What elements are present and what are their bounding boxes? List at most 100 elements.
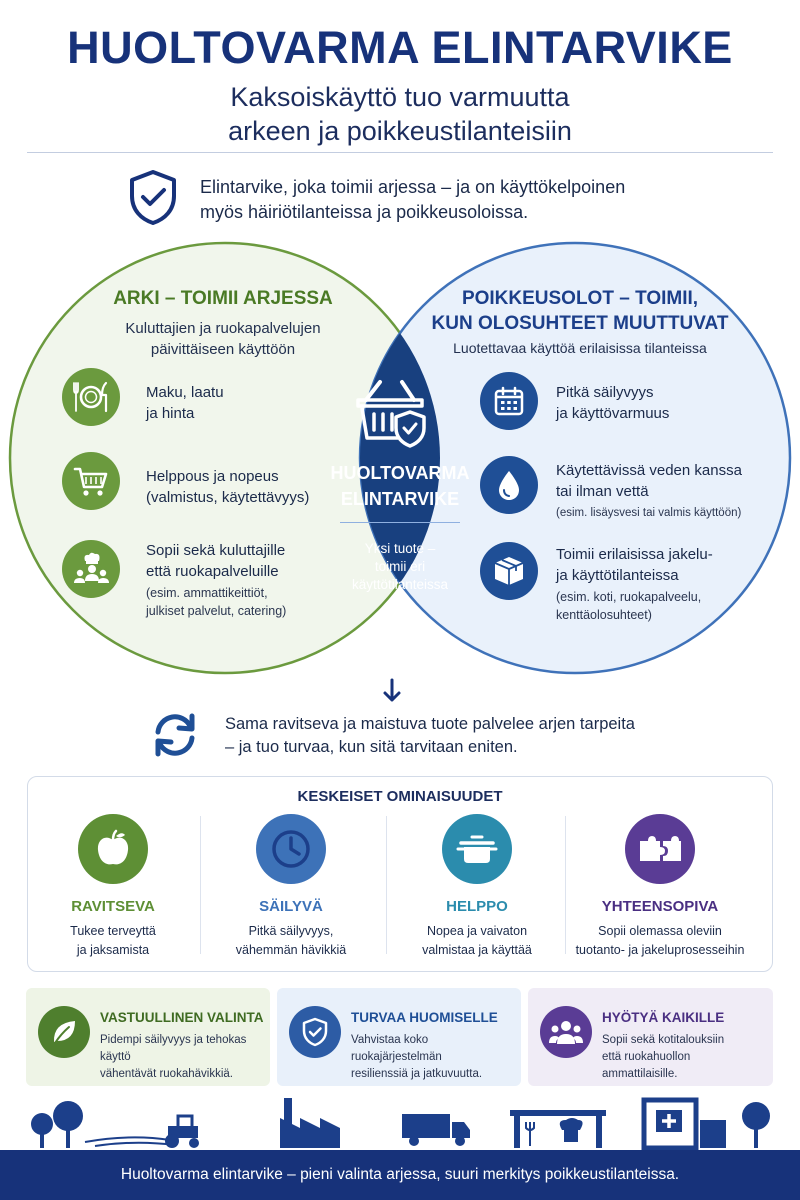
arki-item-3-line-2: että ruokapalveluille: [146, 563, 279, 580]
arki-subtitle-line-2: päivittäiseen käyttöön: [150, 341, 296, 358]
feature-desc-line-1: Tukee terveyttä: [70, 924, 156, 938]
tree-icon: [31, 1113, 53, 1148]
hospital-icon: [641, 1097, 726, 1150]
leaf-icon: [38, 1006, 90, 1058]
center-sub-line-1: Yksi tuote –: [364, 541, 436, 556]
summary-line-2: – ja tuo turvaa, kun sitä tarvitaan enit…: [225, 738, 518, 756]
arki-subtitle-line-1: Kuluttajien ja ruokapalvelujen: [125, 320, 321, 337]
arki-item-3: Sopii sekä kuluttajille että ruokapalvel…: [146, 540, 366, 620]
center-divider: [340, 522, 460, 523]
poikkeus-item-3: Toimii erilaisissa jakelu- ja käyttötila…: [556, 544, 776, 624]
poikkeus-item-2-small: (esim. lisäysvesi tai valmis käyttöön): [556, 507, 742, 519]
center-title: HUOLTOVARMA ELINTARVIKE: [310, 460, 490, 512]
basket-shield-icon: [356, 380, 426, 448]
feature-description: Tukee terveyttä ja jaksamista: [20, 922, 206, 960]
arki-item-3-small-1: (esim. ammattikeittiöt,: [146, 586, 268, 600]
box-icon: [480, 542, 538, 600]
tile-turvaa-huomiselle: TURVAA HUOMISELLE Vahvistaa koko ruokajä…: [277, 988, 521, 1086]
feature-desc-line-1: Sopii olemassa oleviin: [598, 924, 722, 938]
poikkeus-item-2-line-2: tai ilman vettä: [556, 483, 649, 500]
tile-desc-line-1: Vahvistaa koko ruokajärjestelmän: [351, 1034, 442, 1063]
plate-fork-knife-icon: [62, 368, 120, 426]
features-divider: [200, 816, 201, 954]
shield-check-icon: [289, 1006, 341, 1058]
tile-hyotya-kaikille: HYÖTYÄ KAIKILLE Sopii sekä kotitalouksii…: [528, 988, 773, 1086]
summary-line-1: Sama ravitseva ja maistuva tuote palvele…: [225, 715, 635, 733]
summary-text: Sama ravitseva ja maistuva tuote palvele…: [225, 713, 745, 759]
people-group-icon: [540, 1006, 592, 1058]
arki-item-1: Maku, laatu ja hinta: [146, 382, 366, 424]
arki-item-2-line-2: (valmistus, käytettävyys): [146, 489, 310, 506]
page-title: HUOLTOVARMA ELINTARVIKE: [67, 22, 733, 73]
center-title-line-1: HUOLTOVARMA: [330, 463, 470, 483]
poikkeus-title-line-1: POIKKEUSOLOT – TOIMII,: [461, 288, 699, 309]
header-divider: [27, 152, 773, 153]
shopping-cart-icon: [62, 452, 120, 510]
chef-people-icon: [62, 540, 120, 598]
restaurant-icon: [510, 1110, 606, 1148]
tile-description: Pidempi säilyvyys ja tehokas käyttö vähe…: [100, 1032, 270, 1083]
poikkeus-title-line-2: KUN OLOSUHTEET MUUTTUVAT: [431, 313, 729, 334]
tile-title: TURVAA HUOMISELLE: [351, 1010, 498, 1025]
center-title-line-2: ELINTARVIKE: [340, 489, 460, 509]
factory-icon: [280, 1098, 340, 1148]
center-subtitle: Yksi tuote – toimii eri käyttötilanteiss…: [320, 540, 480, 594]
cooking-pot-icon: [442, 814, 512, 884]
feature-label: YHTEENSOPIVA: [601, 898, 719, 915]
subtitle-line-2: arkeen ja poikkeustilanteisiin: [228, 116, 572, 146]
features-divider: [386, 816, 387, 954]
feature-description: Nopea ja vaivaton valmistaa ja käyttää: [384, 922, 570, 960]
footer-banner: Huoltovarma elintarvike – pieni valinta …: [0, 1150, 800, 1200]
feature-description: Sopii olemassa oleviin tuotanto- ja jake…: [567, 922, 753, 960]
feature-description: Pitkä säilyvyys, vähemmän hävikkiä: [198, 922, 384, 960]
arki-subtitle: Kuluttajien ja ruokapalvelujen päivittäi…: [58, 318, 388, 360]
poikkeus-subtitle: Luotettavaa käyttöä erilaisissa tilantei…: [453, 340, 707, 356]
tree-icon: [53, 1101, 83, 1148]
poikkeus-item-3-small-2: kenttäolosuhteet): [556, 608, 652, 622]
arki-item-2: Helppous ja nopeus (valmistus, käytettäv…: [146, 466, 366, 508]
intro-text: Elintarvike, joka toimii arjessa – ja on…: [200, 175, 760, 225]
truck-icon: [402, 1114, 470, 1146]
poikkeus-item-3-small-1: (esim. koti, ruokapalveelu,: [556, 590, 702, 604]
feature-helppo: HELPPO Nopea ja vaivaton valmistaa ja kä…: [384, 814, 570, 964]
feature-desc-line-1: Pitkä säilyvyys,: [248, 924, 334, 938]
poikkeus-item-1-line-2: ja käyttövarmuus: [556, 405, 670, 422]
arki-item-3-line-1: Sopii sekä kuluttajille: [146, 542, 286, 559]
features-divider: [565, 816, 566, 954]
arki-item-2-line-1: Helppous ja nopeus: [146, 468, 279, 485]
footer-text: Huoltovarma elintarvike – pieni valinta …: [120, 1166, 680, 1183]
poikkeus-item-1: Pitkä säilyvyys ja käyttövarmuus: [556, 382, 766, 424]
intro-line-1: Elintarvike, joka toimii arjessa – ja on…: [200, 177, 626, 197]
cycle-arrows-icon: [155, 713, 195, 757]
water-drop-icon: [480, 456, 538, 514]
tree-icon: [742, 1102, 770, 1148]
intro-line-2: myös häiriötilanteissa ja poikkeusoloiss…: [200, 202, 529, 222]
tile-desc-line-1: Pidempi säilyvyys ja tehokas käyttö: [100, 1034, 247, 1063]
feature-ravitseva: RAVITSEVA Tukee terveyttä ja jaksamista: [20, 814, 206, 964]
arki-item-1-line-2: ja hinta: [146, 405, 195, 422]
tile-title: VASTUULLINEN VALINTA: [100, 1010, 264, 1025]
shield-check-icon: [130, 170, 176, 225]
page-subtitle: Kaksoiskäyttö tuo varmuutta arkeen ja po…: [0, 80, 800, 148]
arki-title: ARKI – TOIMII ARJESSA: [113, 288, 333, 309]
tile-desc-line-1: Sopii sekä kotitalouksiin: [602, 1034, 725, 1046]
feature-label: SÄILYVÄ: [259, 898, 323, 915]
feature-desc-line-2: ja jaksamista: [76, 943, 150, 957]
poikkeus-item-2-line-1: Käytettävissä veden kanssa: [556, 462, 742, 479]
tile-vastuullinen-valinta: VASTUULLINEN VALINTA Pidempi säilyvyys j…: [26, 988, 270, 1086]
feature-desc-line-2: tuotanto- ja jakeluprosesseihin: [575, 943, 745, 957]
calendar-icon: [480, 372, 538, 430]
puzzle-icon: [625, 814, 695, 884]
poikkeus-item-3-line-1: Toimii erilaisissa jakelu-: [556, 546, 713, 563]
subtitle-line-1: Kaksoiskäyttö tuo varmuutta: [230, 82, 570, 112]
arrow-down-icon: [383, 678, 401, 702]
tractor-icon: [165, 1114, 199, 1148]
tile-desc-line-3: ammattilaisille.: [602, 1068, 678, 1080]
tile-title: HYÖTYÄ KAIKILLE: [602, 1010, 725, 1025]
tile-description: Sopii sekä kotitalouksiin että ruokahuol…: [602, 1032, 724, 1083]
feature-desc-line-2: valmistaa ja käyttää: [422, 943, 532, 957]
arki-item-1-line-1: Maku, laatu: [146, 384, 224, 401]
feature-sailyva: SÄILYVÄ Pitkä säilyvyys, vähemmän hävikk…: [198, 814, 384, 964]
poikkeus-item-2: Käytettävissä veden kanssa tai ilman vet…: [556, 460, 786, 522]
features-title: KESKEISET OMINAISUUDET: [297, 788, 503, 805]
